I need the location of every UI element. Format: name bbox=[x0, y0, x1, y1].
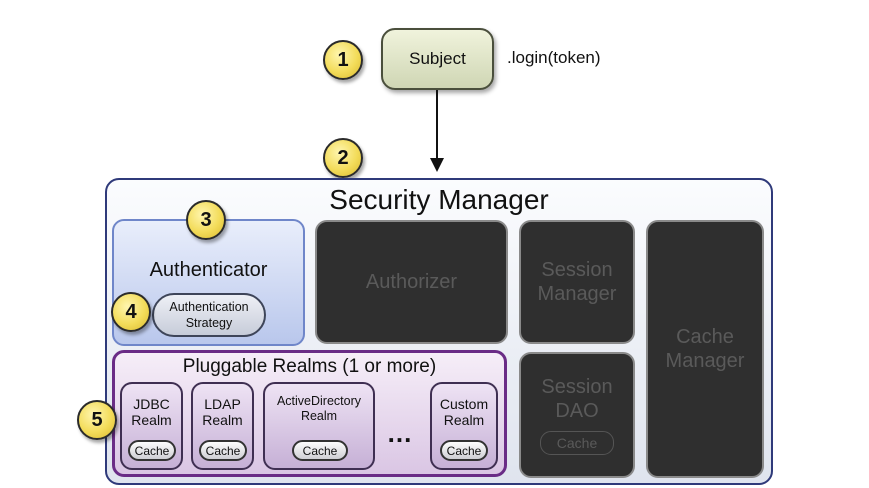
session-dao-line1: Session bbox=[541, 376, 613, 398]
ldap-realm-label: LDAP Realm bbox=[191, 396, 254, 428]
session-manager-box: Session Manager bbox=[519, 220, 635, 344]
ldap-realm-line1: LDAP bbox=[204, 396, 241, 412]
strategy-label-line1: Authentication bbox=[169, 300, 249, 314]
subject-box: Subject bbox=[381, 28, 494, 90]
authorizer-label: Authorizer bbox=[365, 271, 458, 293]
strategy-label-line2: Strategy bbox=[185, 316, 233, 330]
authentication-strategy-box: Authentication Strategy bbox=[152, 293, 266, 337]
login-call-label: .login(token) bbox=[507, 48, 601, 67]
authenticator-label: Authenticator bbox=[149, 259, 268, 281]
cache-manager-line1: Cache bbox=[676, 326, 734, 348]
custom-realm-cache: Cache bbox=[440, 440, 488, 461]
ldap-realm-line2: Realm bbox=[202, 412, 243, 428]
security-manager-title: Security Manager bbox=[329, 184, 549, 215]
custom-realm-label: Custom Realm bbox=[430, 396, 498, 428]
custom-realm-line1: Custom bbox=[439, 396, 489, 412]
cache-manager-box: Cache Manager bbox=[646, 220, 764, 478]
step-2-badge: 2 bbox=[323, 138, 363, 178]
session-dao-box: Session DAO Cache bbox=[519, 352, 635, 478]
activedirectory-realm-label: ActiveDirectory Realm bbox=[263, 394, 375, 424]
custom-realm-line2: Realm bbox=[443, 412, 485, 428]
cache-manager-line2: Manager bbox=[665, 350, 745, 372]
step-3-badge: 3 bbox=[186, 200, 226, 240]
login-arrow-head bbox=[430, 158, 444, 172]
activedirectory-realm-line1: ActiveDirectory bbox=[276, 394, 362, 408]
session-manager-line2: Manager bbox=[537, 283, 617, 305]
activedirectory-realm-line2: Realm bbox=[300, 409, 338, 423]
session-dao-line2: DAO bbox=[555, 400, 599, 422]
jdbc-realm-line1: JDBC bbox=[133, 396, 170, 412]
step-1-badge: 1 bbox=[323, 40, 363, 80]
step-5-badge: 5 bbox=[77, 400, 117, 440]
authorizer-box: Authorizer bbox=[315, 220, 508, 344]
step-4-badge: 4 bbox=[111, 292, 151, 332]
pluggable-realms-title: Pluggable Realms (1 or more) bbox=[182, 356, 437, 377]
more-realms-ellipsis: ... bbox=[387, 418, 413, 448]
session-manager-line1: Session bbox=[541, 259, 613, 281]
ldap-realm-cache: Cache bbox=[199, 440, 247, 461]
session-dao-cache: Cache bbox=[540, 431, 614, 455]
jdbc-realm-cache: Cache bbox=[128, 440, 176, 461]
login-arrow-line bbox=[436, 90, 438, 160]
activedirectory-realm-cache: Cache bbox=[292, 440, 348, 461]
jdbc-realm-line2: Realm bbox=[131, 412, 172, 428]
jdbc-realm-label: JDBC Realm bbox=[120, 396, 183, 428]
